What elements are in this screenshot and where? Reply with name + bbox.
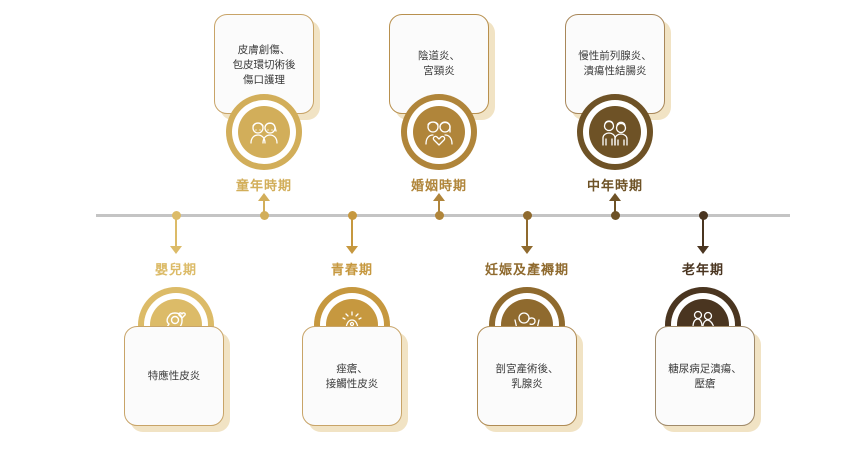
arrow-down-icon — [521, 246, 533, 254]
timeline-dot — [610, 211, 620, 220]
condition-text: 皮膚創傷、 包皮環切術後 傷口護理 — [232, 44, 296, 86]
connector-line — [526, 216, 528, 246]
arrow-down-icon — [346, 246, 358, 254]
icon-ring — [226, 94, 302, 170]
connector-line — [263, 200, 265, 214]
condition-text: 慢性前列腺炎、 潰瘍性結腸炎 — [578, 50, 652, 77]
timeline-dot — [698, 211, 708, 220]
timeline-dot — [434, 211, 444, 220]
connector-line — [175, 216, 177, 246]
connector-line — [614, 200, 616, 214]
connector-line — [702, 216, 704, 246]
stage-label: 嬰兒期 — [154, 263, 198, 278]
children-icon — [238, 106, 290, 158]
condition-card: 糖尿病足潰瘍、 壓瘡 — [655, 326, 755, 426]
arrow-down-icon — [170, 246, 182, 254]
connector-line — [438, 200, 440, 214]
stage-label: 中年時期 — [586, 179, 644, 194]
condition-card: 特應性皮炎 — [124, 326, 224, 426]
timeline-dot — [171, 211, 181, 220]
connector-line — [351, 216, 353, 246]
condition-text: 痤瘡、 接觸性皮炎 — [325, 363, 379, 390]
timeline-dot — [347, 211, 357, 220]
couple-icon — [413, 106, 465, 158]
condition-text: 剖宮產術後、 乳腺炎 — [495, 363, 559, 390]
condition-card: 痤瘡、 接觸性皮炎 — [302, 326, 402, 426]
stage-label: 婚姻時期 — [410, 179, 468, 194]
arrow-up-icon — [609, 193, 621, 201]
condition-text: 陰道炎、 宮頸炎 — [418, 50, 460, 77]
stage-label: 老年期 — [681, 263, 725, 278]
icon-ring — [401, 94, 477, 170]
stage-label: 青春期 — [330, 263, 374, 278]
condition-text: 糖尿病足潰瘍、 壓瘡 — [668, 363, 742, 390]
stage-label: 童年時期 — [235, 179, 293, 194]
arrow-up-icon — [258, 193, 270, 201]
stage-label: 妊娠及產褥期 — [484, 263, 570, 278]
middle-aged-couple-icon — [589, 106, 641, 158]
icon-ring — [577, 94, 653, 170]
arrow-down-icon — [697, 246, 709, 254]
condition-card: 剖宮產術後、 乳腺炎 — [477, 326, 577, 426]
arrow-up-icon — [433, 193, 445, 201]
timeline-dot — [259, 211, 269, 220]
condition-text: 特應性皮炎 — [147, 370, 201, 382]
timeline-dot — [522, 211, 532, 220]
